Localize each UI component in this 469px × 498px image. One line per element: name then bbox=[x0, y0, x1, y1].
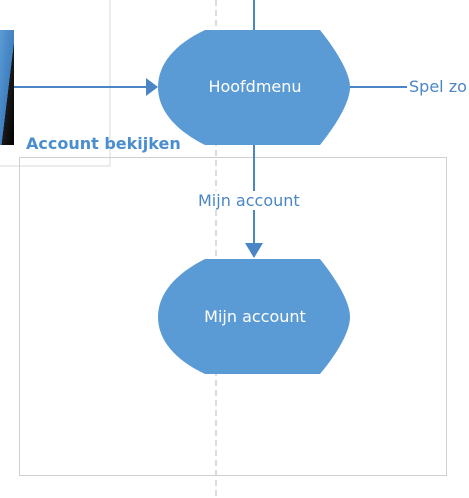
arrowhead-left bbox=[146, 78, 158, 96]
account-bekijken-label: Account bekijken bbox=[26, 134, 181, 153]
spel-edge-label: Spel zo bbox=[407, 77, 469, 96]
mijn-account-node-label: Mijn account bbox=[204, 307, 306, 326]
hoofdmenu-shape[interactable] bbox=[158, 30, 350, 145]
mijn-account-container[interactable] bbox=[19, 157, 447, 476]
arrowhead-down bbox=[245, 243, 263, 258]
mijn-account-edge-label: Mijn account bbox=[196, 191, 302, 210]
mijn-account-shape[interactable] bbox=[158, 259, 350, 374]
hoofdmenu-label: Hoofdmenu bbox=[208, 77, 302, 96]
account-bekijken-container[interactable] bbox=[0, 0, 111, 167]
thumbnail-shape[interactable] bbox=[0, 30, 14, 145]
